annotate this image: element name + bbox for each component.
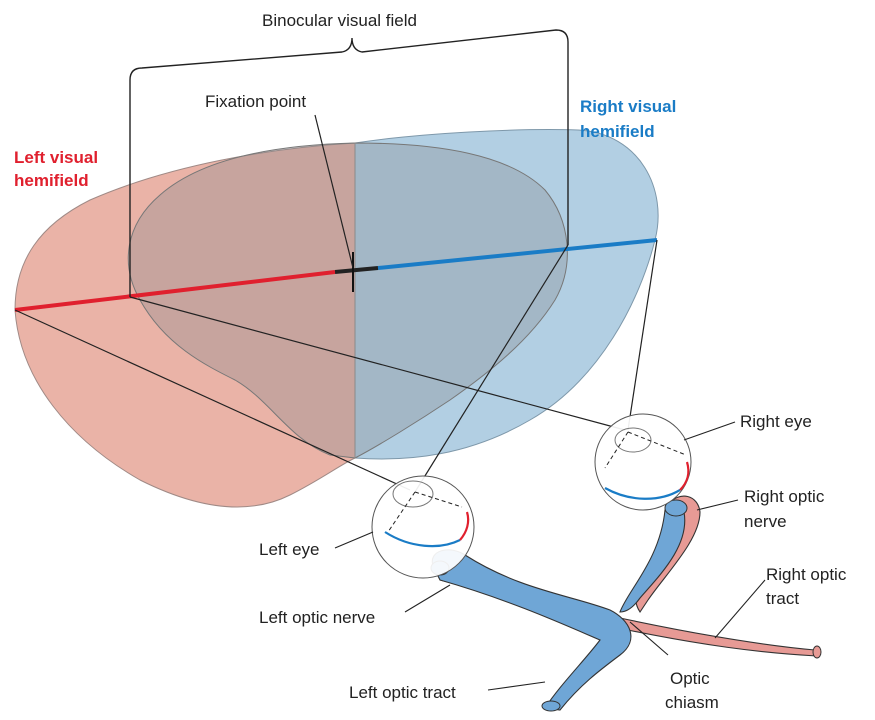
right-hemifield-label-1: Right visual bbox=[580, 97, 676, 116]
left-optic-nerve-blue bbox=[431, 549, 632, 711]
label-leader-lines bbox=[334, 421, 766, 691]
left-optic-nerve-label: Left optic nerve bbox=[259, 608, 375, 627]
binocular-overlap-region bbox=[127, 142, 568, 459]
optic-chiasm-label-1: Optic bbox=[670, 669, 710, 688]
projection-lines bbox=[14, 239, 658, 493]
fixation-leader-line bbox=[314, 114, 354, 269]
optic-pathway bbox=[430, 495, 822, 712]
right-eye-label: Right eye bbox=[740, 412, 812, 431]
left-eye bbox=[371, 475, 475, 579]
left-optic-tract-label: Left optic tract bbox=[349, 683, 456, 702]
right-tract-end bbox=[812, 645, 822, 659]
binocular-bracket bbox=[129, 29, 569, 297]
right-optic-tract-label-2: tract bbox=[766, 589, 799, 608]
fixation-point-label: Fixation point bbox=[205, 92, 306, 111]
right-nerve-head bbox=[664, 499, 688, 517]
right-optic-nerve-label-2: nerve bbox=[744, 512, 787, 531]
right-eye bbox=[594, 413, 692, 511]
left-hemifield-label-1: Left visual bbox=[14, 148, 98, 167]
meridian-center-black bbox=[334, 266, 379, 274]
left-eye-label: Left eye bbox=[259, 540, 320, 559]
binocular-field-label: Binocular visual field bbox=[262, 11, 417, 30]
left-tract-end bbox=[541, 700, 561, 712]
right-hemifield-label-2: hemifield bbox=[580, 122, 655, 141]
left-meridian-red bbox=[14, 270, 336, 312]
left-visual-hemifield-area bbox=[14, 142, 356, 508]
optic-chiasm-label-2: chiasm bbox=[665, 693, 719, 712]
right-meridian-blue bbox=[377, 238, 658, 270]
left-hemifield-label-2: hemifield bbox=[14, 171, 89, 190]
right-optic-tract-label-1: Right optic bbox=[766, 565, 847, 584]
right-optic-nerve-label-1: Right optic bbox=[744, 487, 825, 506]
